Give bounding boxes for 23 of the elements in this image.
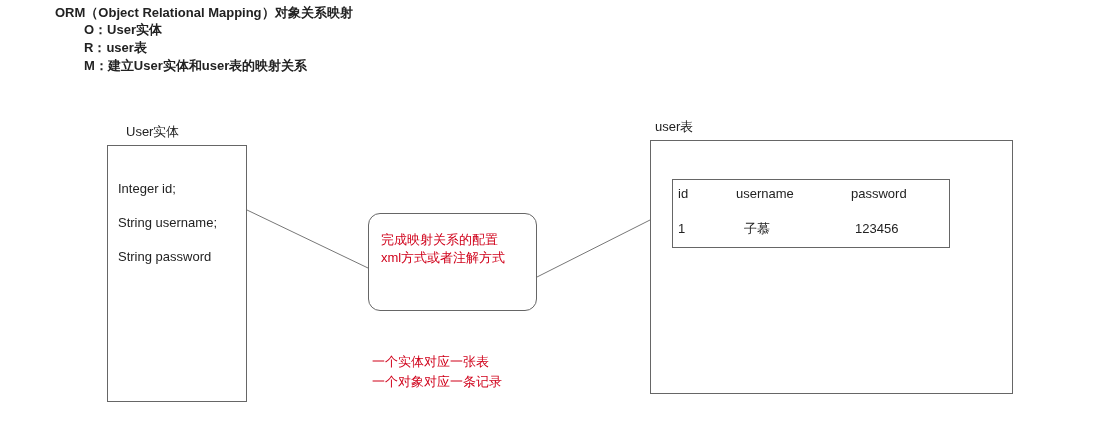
table-cell: id (678, 186, 689, 202)
connector-line (536, 219, 651, 278)
table-cell: 123456 (855, 221, 899, 237)
note-text: 一个对象对应一条记录 (372, 374, 502, 390)
box-text: 完成映射关系的配置 (381, 232, 498, 248)
box-text: xml方式或者注解方式 (381, 250, 506, 266)
box-heading: User实体 (126, 124, 180, 140)
table-cell: 子慕 (744, 221, 770, 237)
table-cell: username (736, 186, 794, 202)
title: ORM（Object Relational Mapping）对象关系映射 (55, 5, 353, 21)
box-text: String password (118, 249, 212, 265)
note-text: 一个实体对应一张表 (372, 354, 489, 370)
box-text: Integer id; (118, 181, 176, 197)
definition-text: R：user表 (84, 40, 147, 56)
rounded-box (368, 213, 537, 311)
table-cell: password (851, 186, 907, 202)
connector-line (246, 209, 369, 269)
definition-text: O：User实体 (84, 22, 163, 38)
box-text: String username; (118, 215, 217, 231)
box-heading: user表 (655, 119, 694, 135)
table-cell: 1 (678, 221, 686, 237)
table-box (672, 179, 950, 248)
definition-text: M：建立User实体和user表的映射关系 (84, 58, 308, 74)
